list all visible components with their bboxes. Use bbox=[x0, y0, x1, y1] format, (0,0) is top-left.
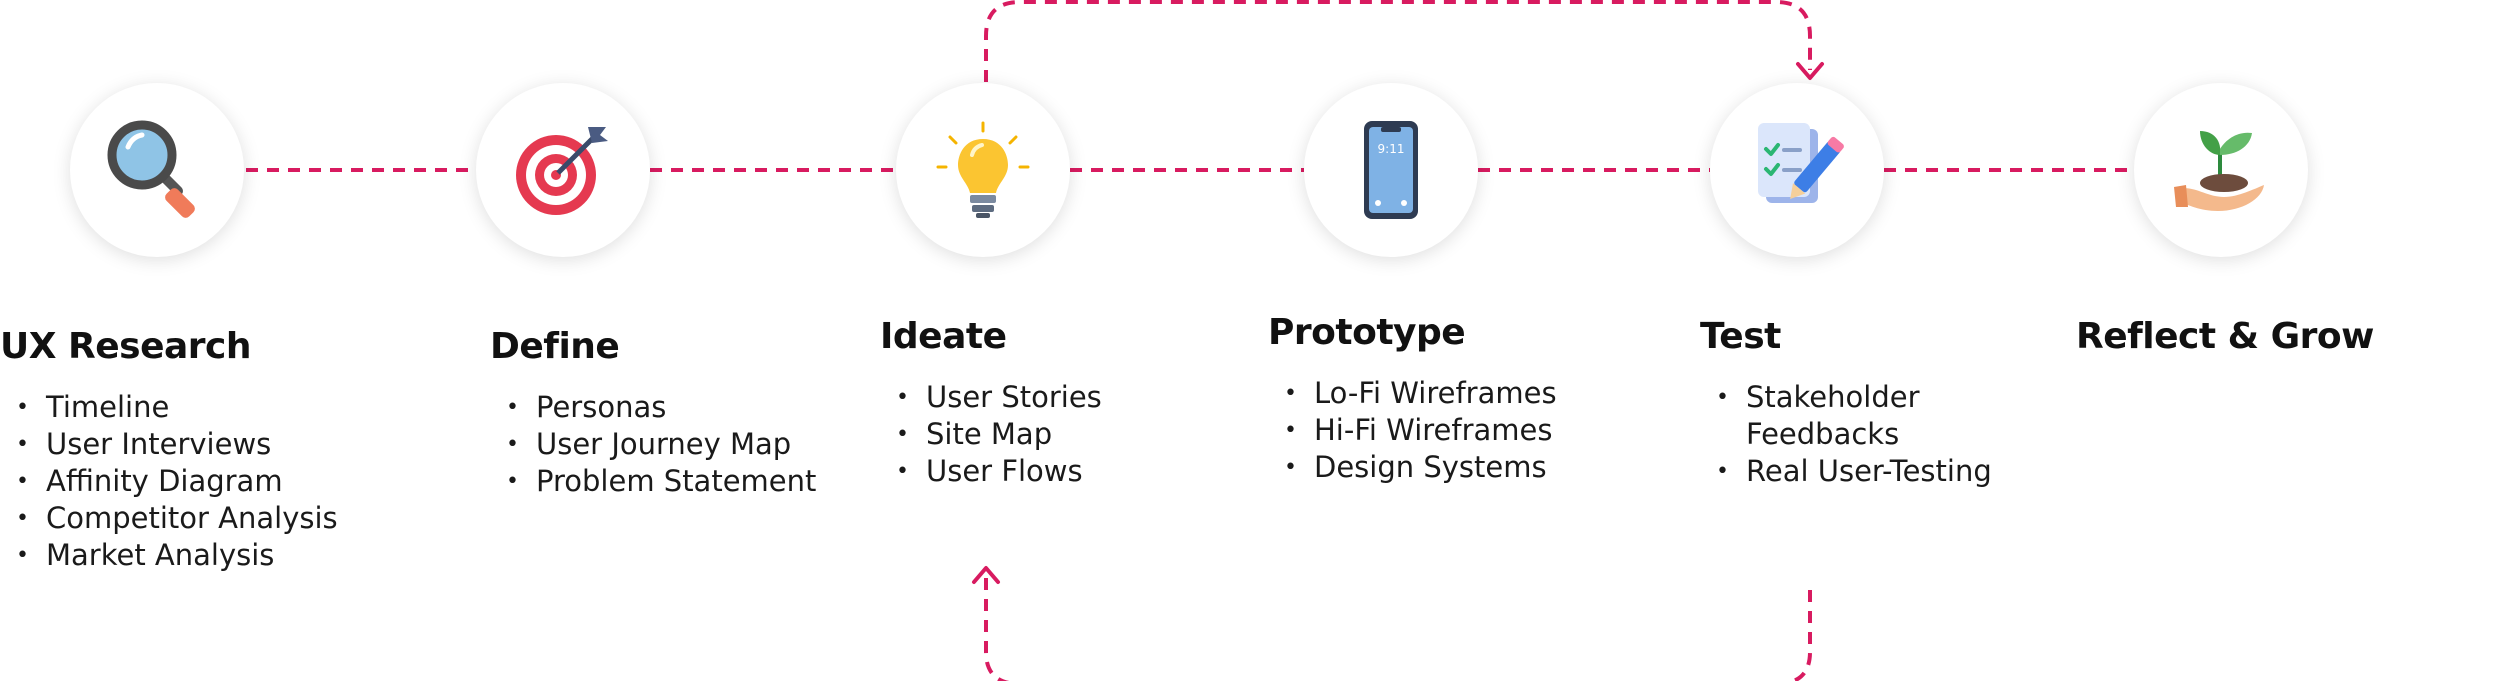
checklist-pencil-icon bbox=[1758, 123, 1844, 203]
list-item: •Lo-Fi Wireframes bbox=[1284, 376, 1557, 410]
stage-title: Prototype bbox=[1268, 312, 1466, 353]
magnifier-icon bbox=[107, 120, 195, 218]
stage-title: Test bbox=[1700, 316, 1781, 357]
stage-title: Ideate bbox=[880, 316, 1007, 357]
list-item: •User Stories bbox=[896, 380, 1102, 414]
stage-reflect-grow: Reflect & Grow bbox=[2076, 316, 2374, 379]
stage-test: Test •Stakeholder Feedbacks •Real User-T… bbox=[1700, 316, 1992, 490]
list-item: •Site Map bbox=[896, 417, 1053, 451]
list-item: •Stakeholder Feedbacks bbox=[1716, 380, 1920, 451]
list-item: •Design Systems bbox=[1284, 450, 1547, 484]
stage-prototype: Prototype •Lo-Fi Wireframes •Hi-Fi Wiref… bbox=[1268, 312, 1557, 486]
node-test bbox=[1710, 83, 1884, 257]
stage-ux-research: UX Research •Timeline •User Interviews •… bbox=[0, 326, 338, 574]
list-item: •Personas bbox=[506, 390, 667, 424]
list-item: •User Interviews bbox=[16, 427, 272, 461]
list-item: •Competitor Analysis bbox=[16, 501, 338, 535]
stage-define: Define •Personas •User Journey Map •Prob… bbox=[490, 326, 816, 500]
stage-title: Define bbox=[490, 326, 620, 367]
lightbulb-icon bbox=[936, 121, 1030, 218]
stage-item-list: •Personas •User Journey Map •Problem Sta… bbox=[490, 389, 816, 500]
node-reflect-grow bbox=[2134, 83, 2308, 257]
stage-item-list: •Lo-Fi Wireframes •Hi-Fi Wireframes •Des… bbox=[1268, 375, 1557, 486]
arrowhead-up bbox=[972, 566, 1000, 584]
stage-title: UX Research bbox=[0, 326, 252, 367]
list-item: •Real User-Testing bbox=[1716, 454, 1992, 488]
list-item: •User Flows bbox=[896, 454, 1083, 488]
loop-test-to-ideate bbox=[984, 578, 1812, 681]
arrowhead-down bbox=[1796, 62, 1824, 80]
node-define bbox=[476, 83, 650, 257]
smartphone-icon: 9:11 bbox=[1364, 121, 1418, 219]
phone-time-text: 9:11 bbox=[1378, 142, 1405, 156]
list-item: •Market Analysis bbox=[16, 538, 275, 572]
stage-item-list: •User Stories •Site Map •User Flows bbox=[880, 379, 1102, 490]
list-item: •Problem Statement bbox=[506, 464, 817, 498]
node-prototype: 9:11 bbox=[1304, 83, 1478, 257]
loop-ideate-to-test bbox=[984, 0, 1812, 82]
stage-title: Reflect & Grow bbox=[2076, 316, 2374, 357]
stage-item-list: •Stakeholder Feedbacks •Real User-Testin… bbox=[1700, 379, 1992, 490]
stage-ideate: Ideate •User Stories •Site Map •User Flo… bbox=[880, 316, 1102, 490]
list-item: •Timeline bbox=[16, 390, 170, 424]
target-icon bbox=[516, 127, 608, 215]
list-item: •Hi-Fi Wireframes bbox=[1284, 413, 1553, 447]
sprout-hand-icon bbox=[2174, 131, 2264, 211]
list-item: •User Journey Map bbox=[506, 427, 792, 461]
list-item: •Affinity Diagram bbox=[16, 464, 283, 498]
stage-item-list: •Timeline •User Interviews •Affinity Dia… bbox=[0, 389, 338, 574]
node-ideate bbox=[896, 83, 1070, 257]
node-ux-research bbox=[70, 83, 244, 257]
